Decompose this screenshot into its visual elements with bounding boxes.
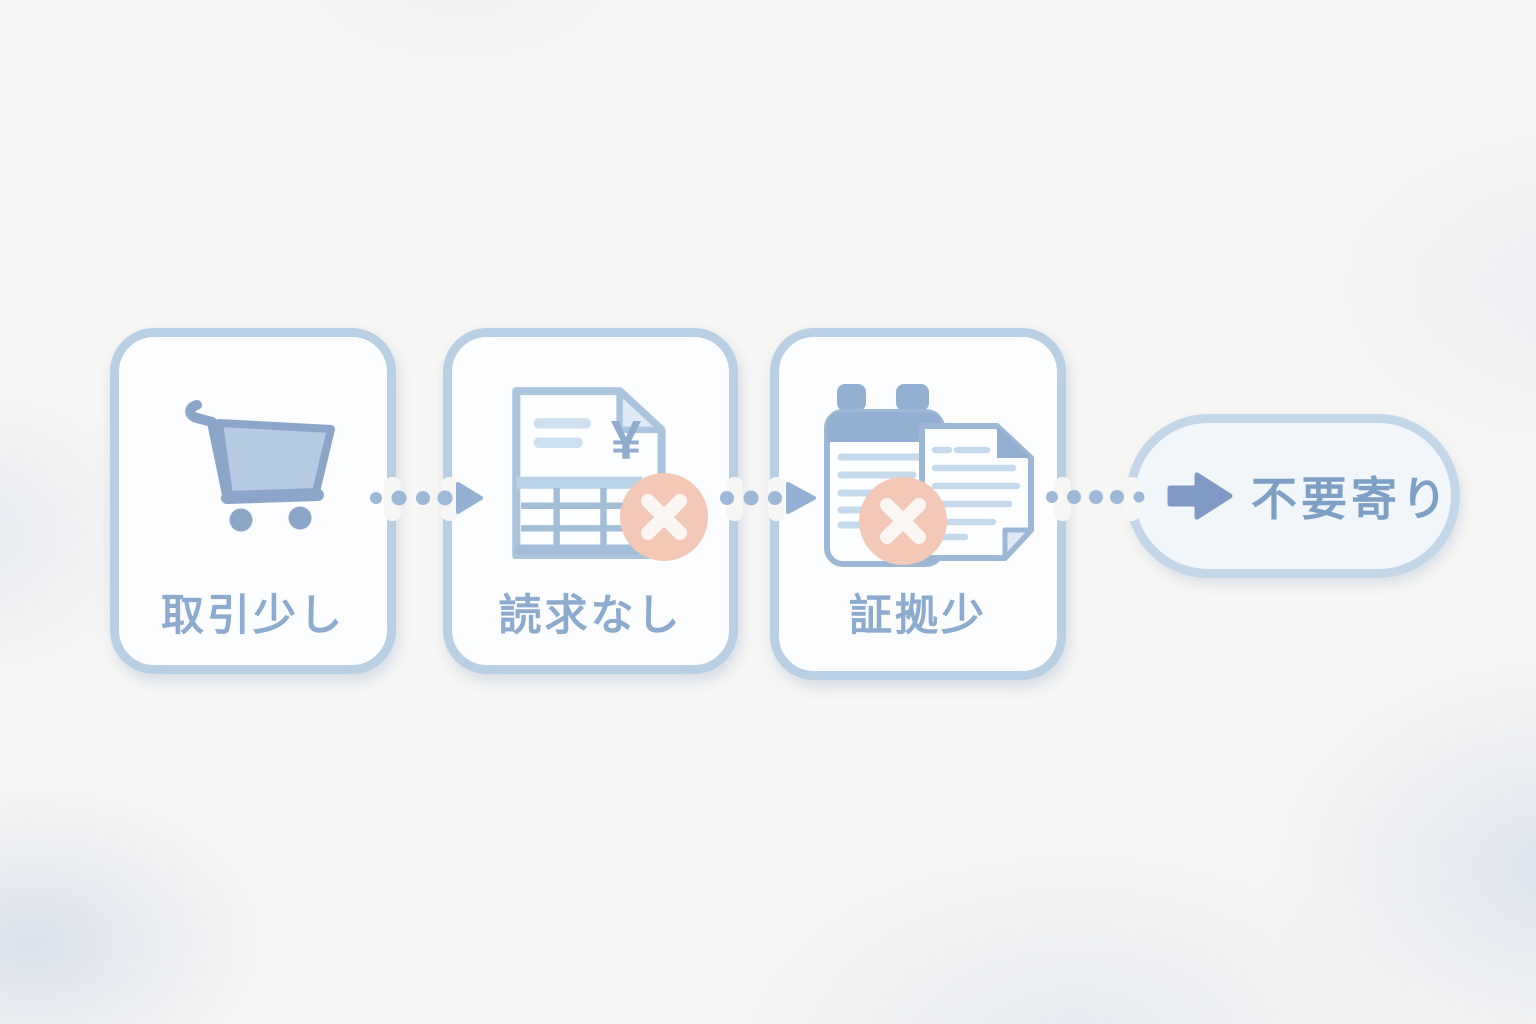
error-x-badge (859, 477, 947, 565)
result-pill: 不要寄り (1126, 414, 1460, 578)
step-label: 読求なし (498, 592, 683, 640)
step-card-transactions: 取引少し (110, 328, 396, 674)
border-gap (1054, 477, 1071, 521)
dotted-arrow-connector (720, 482, 816, 514)
border-gap (1123, 477, 1140, 521)
step-label: 取引少し (161, 592, 345, 640)
shopping-cart-icon (185, 400, 335, 532)
bold-right-arrow-icon (1167, 472, 1233, 520)
dotted-arrow-connector (370, 482, 483, 514)
dotted-connector (1046, 490, 1145, 504)
border-gap (726, 477, 743, 521)
step-label: 証拠少 (849, 592, 987, 640)
yen-symbol: ¥ (611, 409, 642, 471)
result-label: 不要寄り (1251, 473, 1451, 525)
step-card-billing: ¥ 読求なし (443, 328, 738, 674)
error-x-badge (620, 473, 708, 561)
